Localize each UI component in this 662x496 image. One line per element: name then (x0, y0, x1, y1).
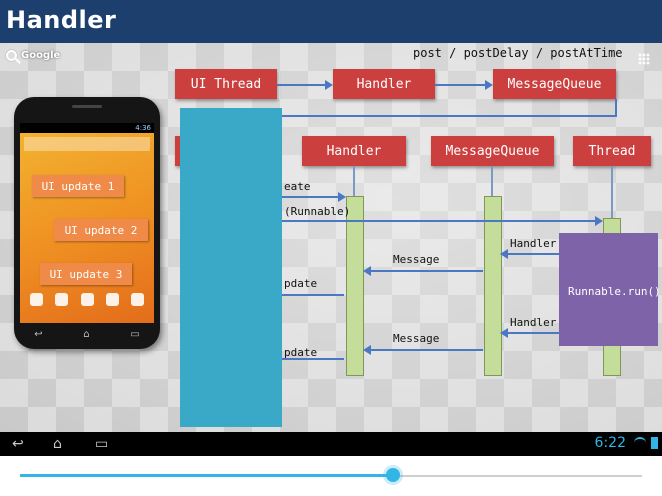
back-icon[interactable]: ↩ (12, 436, 24, 452)
lifeline-queue-stem (491, 166, 493, 196)
phone-speaker (72, 105, 102, 108)
gmail-icon (55, 293, 69, 306)
message-queue-box-top: MessageQueue (493, 69, 616, 99)
arrow-update-1 (282, 294, 344, 296)
label-create: eate (284, 180, 311, 193)
app-drawer-icon (80, 293, 94, 306)
arrow-message-2 (363, 345, 483, 355)
thread-box-seq: Thread (573, 136, 651, 166)
label-runnable: (Runnable) (284, 205, 351, 218)
label-runnable-run: Runnable.run() (568, 285, 661, 298)
arrow-handler-queue (435, 80, 493, 90)
connector-queue-down (615, 99, 617, 115)
phone-home-icon: ⌂ (83, 329, 90, 340)
handler-box-top: Handler (333, 69, 435, 99)
arrow-update-2 (282, 358, 344, 360)
title-bar: Handler (0, 0, 662, 43)
page-title: Handler (6, 6, 117, 34)
arrow-uithread-handler (277, 80, 333, 90)
ui-update-2-button[interactable]: UI update 2 (54, 219, 148, 241)
arrow-post-runnable (282, 216, 603, 226)
handler-box-seq: Handler (302, 136, 406, 166)
home-icon[interactable]: ⌂ (53, 436, 62, 452)
chrome-icon (30, 293, 43, 306)
google-search-widget: Google (6, 50, 60, 61)
phone-status-bar: 4:36 (20, 123, 154, 133)
clock: 6:22 (594, 435, 626, 451)
wifi-icon (634, 437, 646, 449)
lifeline-thread-stem (611, 166, 613, 218)
arrow-create (282, 192, 346, 202)
arrow-send-message-1 (500, 249, 559, 259)
system-navigation-bar: ↩ ⌂ ▭ 6:22 (0, 432, 662, 456)
label-message-2: Message (393, 332, 440, 345)
arrow-send-message-2 (500, 328, 559, 338)
phone-dock (30, 293, 144, 309)
phone-recents-icon: ▭ (130, 329, 140, 340)
phone-mockup: 4:36 UI update 1 UI update 2 UI update 3… (14, 97, 160, 349)
recent-apps-icon[interactable]: ▭ (95, 436, 109, 452)
message-queue-box-seq: MessageQueue (431, 136, 554, 166)
seek-progress (20, 474, 394, 477)
phone-screen: 4:36 UI update 1 UI update 2 UI update 3 (20, 123, 154, 323)
arrow-message-1 (363, 266, 483, 276)
google-label: Google (21, 50, 61, 61)
post-methods-label: post / postDelay / postAtTime (413, 46, 623, 60)
label-update-1: pdate (284, 277, 318, 290)
slide-canvas: Google post / postDelay / postAtTime UI … (0, 43, 662, 432)
seek-thumb[interactable] (386, 468, 401, 482)
activation-handler (346, 196, 364, 376)
ui-thread-box: UI Thread (175, 69, 277, 99)
battery-icon (651, 437, 658, 449)
teal-overlay-rect (180, 108, 282, 427)
connector-queue-return (282, 115, 617, 117)
label-update-2: pdate (284, 346, 318, 359)
phone-search-bar (24, 137, 150, 151)
phone-nav-bar: ↩ ⌂ ▭ (14, 329, 160, 343)
activation-message-queue (484, 196, 502, 376)
purple-overlay-rect (559, 233, 658, 346)
apps-grid-icon (638, 53, 650, 65)
camera-icon (105, 293, 119, 306)
ui-update-3-button[interactable]: UI update 3 (40, 263, 132, 285)
lifeline-handler-stem (353, 166, 355, 196)
label-message-1: Message (393, 253, 440, 266)
search-icon (6, 50, 17, 61)
play-store-icon (131, 293, 144, 306)
ui-update-1-button[interactable]: UI update 1 (32, 175, 124, 197)
phone-back-icon: ↩ (34, 329, 43, 340)
